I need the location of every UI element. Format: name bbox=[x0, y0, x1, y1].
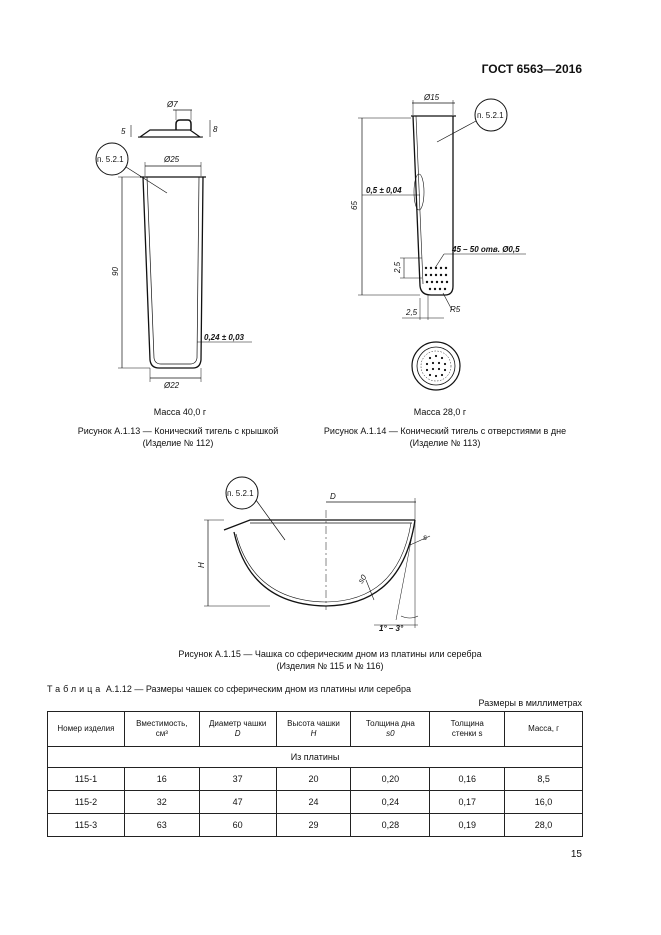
zone-dim: 2,5 bbox=[393, 261, 402, 274]
lid-height-dim: 5 bbox=[121, 127, 126, 136]
caption-113: Рисунок А.1.13 — Конический тигель с кры… bbox=[46, 425, 310, 449]
spherical-dish-drawing: п. 5.2.1 D H s s0 1° – 3° bbox=[197, 476, 431, 633]
header-item-number: Номер изделия bbox=[47, 711, 125, 747]
page-number: 15 bbox=[570, 849, 582, 860]
bottom-view-holes bbox=[425, 354, 447, 378]
cell-bottom: 0,24 bbox=[350, 790, 431, 814]
cell-height: 24 bbox=[275, 790, 352, 814]
caption-113-line2: (Изделие № 112) bbox=[142, 438, 214, 448]
table-row: 115-3 63 60 29 0,28 0,19 28,0 bbox=[47, 813, 583, 837]
table-title: Таблица А.1.12 — Размеры чашек со сферич… bbox=[47, 684, 411, 694]
table-header-row: Номер изделия Вместимость,см³ Диаметр ча… bbox=[47, 711, 583, 747]
cell-mass: 16,0 bbox=[504, 790, 583, 814]
cell-diameter: 37 bbox=[198, 767, 277, 791]
bottom-diameter-dim: Ø22 bbox=[163, 381, 180, 390]
mass-114: Масса 28,0 г bbox=[413, 407, 467, 417]
callout-label: п. 5.2.1 bbox=[97, 155, 124, 164]
figure-crucible-with-lid: Ø7 5 8 Ø25 п. 5.2.1 90 0,24 ± 0,03 Ø22 bbox=[80, 90, 280, 390]
header-mass: Масса, г bbox=[504, 711, 583, 747]
table-row: 115-2 32 47 24 0,24 0,17 16,0 bbox=[47, 790, 583, 814]
top-diameter-dim: Ø15 bbox=[423, 93, 440, 102]
bottom-width-dim: 2,5 bbox=[405, 308, 418, 317]
cell-diameter: 47 bbox=[198, 790, 277, 814]
cell-item: 115-1 bbox=[47, 767, 125, 791]
figure-spherical-dish: п. 5.2.1 D H s s0 1° – 3° bbox=[190, 470, 460, 640]
cell-mass: 8,5 bbox=[504, 767, 583, 791]
cell-bottom: 0,28 bbox=[350, 813, 431, 837]
caption-114-line1: Рисунок А.1.14 — Конический тигель с отв… bbox=[323, 426, 567, 436]
cell-bottom: 0,20 bbox=[350, 767, 431, 791]
crucible-with-lid-drawing: Ø7 5 8 Ø25 п. 5.2.1 90 0,24 ± 0,03 Ø22 bbox=[95, 100, 252, 390]
table-units: Размеры в миллиметрах bbox=[478, 698, 582, 708]
top-diameter-dim: Ø25 bbox=[163, 155, 180, 164]
cell-diameter: 60 bbox=[198, 813, 277, 837]
table-group-row: Из платины bbox=[47, 746, 583, 768]
cell-mass: 28,0 bbox=[504, 813, 583, 837]
caption-115-line2: (Изделия № 115 и № 116) bbox=[276, 661, 384, 671]
height-dim: 90 bbox=[111, 267, 120, 276]
lid-total-height-dim: 8 bbox=[213, 125, 218, 134]
table-row: 115-1 16 37 20 0,20 0,16 8,5 bbox=[47, 767, 583, 791]
cell-height: 29 bbox=[275, 813, 352, 837]
table-title-text: А.1.12 — Размеры чашек со сферическим дн… bbox=[105, 684, 411, 694]
dimensions-table: Номер изделия Вместимость,см³ Диаметр ча… bbox=[47, 711, 583, 837]
holes-dim: 45 – 50 отв. Ø0,5 bbox=[451, 245, 520, 254]
cell-item: 115-2 bbox=[47, 790, 125, 814]
cell-wall: 0,17 bbox=[429, 790, 506, 814]
header-capacity: Вместимость,см³ bbox=[123, 711, 200, 747]
cell-item: 115-3 bbox=[47, 813, 125, 837]
bottom-view-outer bbox=[411, 341, 461, 391]
cell-capacity: 63 bbox=[123, 813, 200, 837]
figure-crucible-with-holes: Ø15 п. 5.2.1 65 0,5 ± 0,04 45 – 50 отв. … bbox=[340, 88, 530, 398]
cell-capacity: 16 bbox=[123, 767, 200, 791]
caption-113-line1: Рисунок А.1.13 — Конический тигель с кры… bbox=[77, 426, 279, 436]
caption-114-line2: (Изделие № 113) bbox=[409, 438, 481, 448]
lid-handle-diameter: Ø7 bbox=[166, 100, 178, 109]
wall-thickness-dim: 0,5 ± 0,04 bbox=[366, 186, 402, 195]
crucible-with-holes-drawing: Ø15 п. 5.2.1 65 0,5 ± 0,04 45 – 50 отв. … bbox=[350, 93, 526, 391]
cell-capacity: 32 bbox=[123, 790, 200, 814]
radius-dim: R5 bbox=[450, 305, 461, 314]
callout-label: п. 5.2.1 bbox=[227, 489, 254, 498]
wall-s-dim: s bbox=[423, 533, 427, 542]
cell-height: 20 bbox=[275, 767, 352, 791]
height-h-dim: H bbox=[197, 562, 206, 568]
bottom-s0-dim: s0 bbox=[356, 573, 369, 586]
caption-114: Рисунок А.1.14 — Конический тигель с отв… bbox=[300, 425, 590, 449]
diameter-d-dim: D bbox=[330, 492, 336, 501]
holes-pattern bbox=[424, 266, 449, 291]
callout-label: п. 5.2.1 bbox=[477, 111, 504, 120]
caption-115-line1: Рисунок А.1.15 — Чашка со сферическим дн… bbox=[178, 649, 482, 659]
table-title-prefix: Таблица bbox=[47, 684, 104, 694]
caption-115: Рисунок А.1.15 — Чашка со сферическим дн… bbox=[110, 648, 550, 672]
wall-thickness-dim: 0,24 ± 0,03 bbox=[204, 333, 245, 342]
height-dim: 65 bbox=[350, 201, 359, 210]
group-label: Из платины bbox=[47, 746, 583, 768]
standard-number: ГОСТ 6563—2016 bbox=[481, 62, 582, 76]
cell-wall: 0,19 bbox=[429, 813, 506, 837]
cell-wall: 0,16 bbox=[429, 767, 506, 791]
mass-113: Масса 40,0 г bbox=[153, 407, 207, 417]
angle-dim: 1° – 3° bbox=[379, 624, 404, 633]
